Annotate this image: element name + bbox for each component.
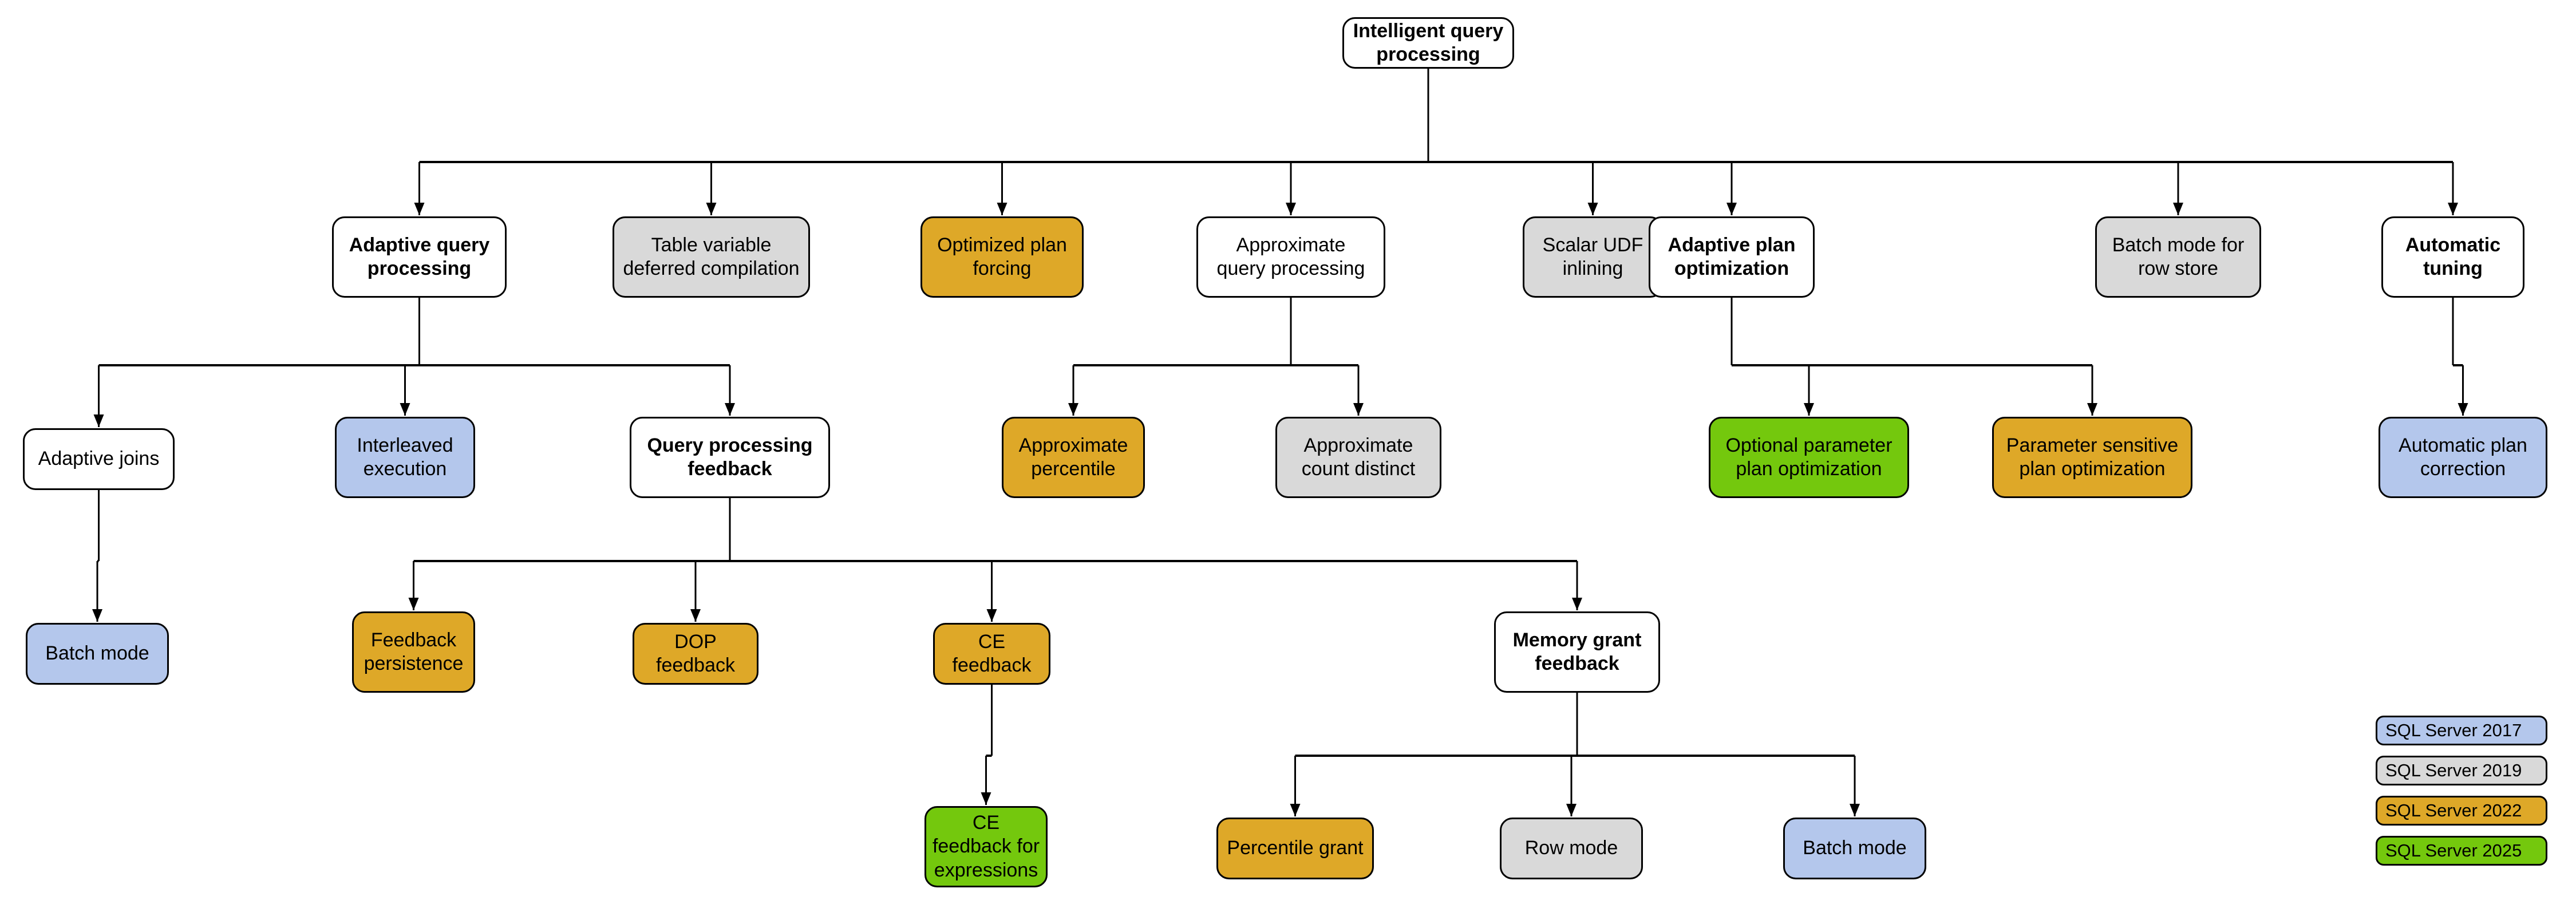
arrow-head-icon	[1587, 203, 1598, 215]
arrow-head-icon	[725, 403, 735, 416]
arrow-head-icon	[981, 792, 991, 805]
arrow-head-icon	[2173, 203, 2183, 215]
legend-item-2: SQL Server 2022	[2376, 796, 2547, 826]
node-apc[interactable]: Automatic plan correction	[2379, 417, 2547, 498]
arrow-head-icon	[1068, 403, 1078, 416]
node-qpf[interactable]: Query processing feedback	[630, 417, 830, 498]
node-interleaved[interactable]: Interleaved execution	[335, 417, 475, 498]
node-pct_grant[interactable]: Percentile grant	[1216, 818, 1374, 879]
arrow-head-icon	[92, 609, 102, 622]
node-aqp[interactable]: Adaptive query processing	[332, 216, 507, 298]
arrow-head-icon	[1286, 203, 1296, 215]
arrow-head-icon	[986, 609, 997, 622]
node-batch_mode_aj[interactable]: Batch mode	[26, 623, 169, 685]
node-row_mode[interactable]: Row mode	[1500, 818, 1643, 879]
arrow-head-icon	[1850, 804, 1860, 816]
node-bm_rowstore[interactable]: Batch mode for row store	[2095, 216, 2261, 298]
arrow-head-icon	[690, 609, 701, 622]
arrow-head-icon	[408, 598, 419, 610]
arrow-head-icon	[1566, 804, 1577, 816]
arrow-head-icon	[997, 203, 1008, 215]
arrow-head-icon	[2087, 403, 2097, 416]
arrow-head-icon	[2458, 403, 2468, 416]
arrow-head-icon	[2448, 203, 2458, 215]
arrow-head-icon	[1804, 403, 1814, 416]
node-tvdc[interactable]: Table variable deferred compilation	[613, 216, 810, 298]
node-oppo[interactable]: Optional parameter plan optimization	[1709, 417, 1909, 498]
node-opf[interactable]: Optimized plan forcing	[920, 216, 1084, 298]
node-root[interactable]: Intelligent query processing	[1342, 17, 1514, 69]
legend-item-1: SQL Server 2019	[2376, 756, 2547, 785]
arrow-head-icon	[1290, 804, 1301, 816]
arrow-head-icon	[93, 414, 104, 427]
node-scalar_udf[interactable]: Scalar UDF inlining	[1523, 216, 1663, 298]
arrow-head-icon	[1572, 598, 1582, 610]
arrow-head-icon	[400, 403, 410, 416]
node-mgf[interactable]: Memory grant feedback	[1494, 611, 1660, 693]
node-fb_persist[interactable]: Feedback persistence	[352, 611, 475, 693]
node-auto_tuning[interactable]: Automatic tuning	[2381, 216, 2524, 298]
legend-item-0: SQL Server 2017	[2376, 716, 2547, 745]
node-approx_cd[interactable]: Approximate count distinct	[1275, 417, 1441, 498]
arrow-head-icon	[414, 203, 425, 215]
legend-item-3: SQL Server 2025	[2376, 836, 2547, 866]
arrow-head-icon	[1353, 403, 1364, 416]
node-approx_qp[interactable]: Approximate query processing	[1196, 216, 1385, 298]
node-batch_mode_mgf[interactable]: Batch mode	[1783, 818, 1926, 879]
node-ce_fb_expr[interactable]: CE feedback for expressions	[924, 806, 1048, 887]
node-pspo[interactable]: Parameter sensitive plan optimization	[1992, 417, 2192, 498]
node-ce_fb[interactable]: CE feedback	[933, 623, 1050, 685]
node-adaptive_joins[interactable]: Adaptive joins	[23, 428, 175, 490]
node-approx_pct[interactable]: Approximate percentile	[1002, 417, 1145, 498]
node-dop_fb[interactable]: DOP feedback	[633, 623, 758, 685]
arrow-head-icon	[1726, 203, 1737, 215]
node-apo[interactable]: Adaptive plan optimization	[1649, 216, 1815, 298]
arrow-head-icon	[706, 203, 717, 215]
